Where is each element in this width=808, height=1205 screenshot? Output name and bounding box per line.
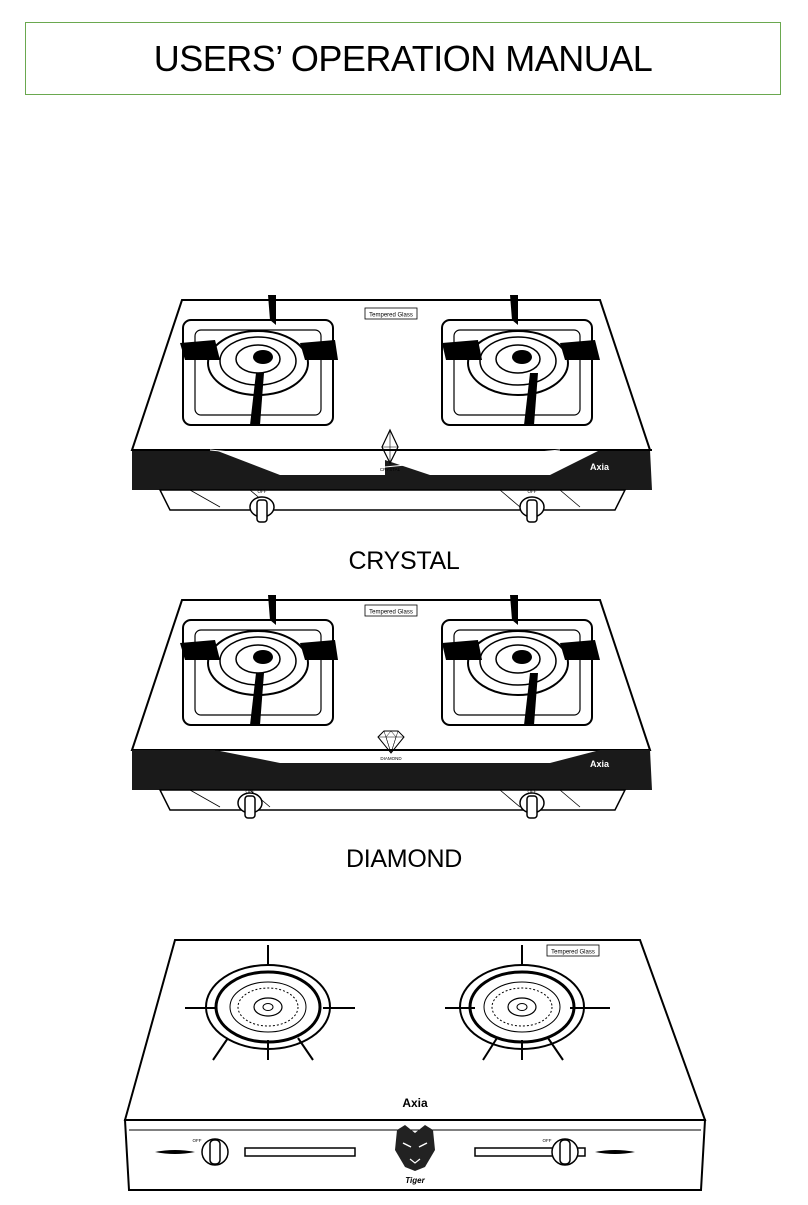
diamond-left-knob-label: OFF (246, 789, 255, 794)
crystal-left-knob (249, 496, 275, 523)
tiger-right-knob-label: OFF (543, 1138, 552, 1143)
tiger-left-knob-label: OFF (193, 1138, 202, 1143)
crystal-right-burner (441, 295, 600, 426)
model-name-crystal: CRYSTAL (348, 547, 460, 575)
diamond-left-burner (180, 595, 338, 726)
crystal-right-knob (519, 496, 545, 523)
diamond-stove-illustration: Tempered Glass DIAMOND Axia OFF OFF (130, 595, 652, 819)
diamond-right-knob-label: OFF (528, 789, 537, 794)
diamond-emblem-icon (377, 730, 405, 754)
tiger-right-burner (445, 945, 610, 1061)
crystal-emblem-label: CRYSTAL (380, 467, 401, 472)
model-name-diamond: DIAMOND (346, 845, 462, 873)
page-title: USERS’ OPERATION MANUAL (153, 37, 653, 79)
tiger-glass-badge: Tempered Glass (551, 950, 595, 956)
diamond-left-knob (237, 792, 263, 819)
tiger-brand-logo: Axia (402, 1096, 428, 1110)
crystal-emblem-icon (381, 428, 399, 465)
tiger-emblem-label: Tiger (405, 1176, 425, 1185)
crystal-right-knob-label: OFF (528, 489, 537, 494)
tiger-left-burner (185, 945, 355, 1061)
diamond-right-knob (519, 792, 545, 819)
diamond-emblem-label: DIAMOND (380, 756, 402, 761)
tiger-stove-illustration: Tempered Glass Axia Tiger OFF OFF (123, 939, 707, 1191)
crystal-glass-badge: Tempered Glass (369, 313, 413, 319)
tiger-right-knob (551, 1138, 579, 1166)
tiger-left-knob (201, 1138, 229, 1166)
crystal-left-knob-label: OFF (258, 489, 267, 494)
crystal-brand-logo: Axia (590, 462, 610, 472)
title-frame: USERS’ OPERATION MANUAL (25, 22, 781, 95)
crystal-stove-illustration: Tempered Glass CRYSTAL Axia OFF OFF (130, 295, 652, 523)
tiger-head-icon (395, 1125, 435, 1171)
crystal-left-burner (180, 295, 338, 426)
diamond-right-burner (441, 595, 600, 726)
diamond-glass-badge: Tempered Glass (369, 610, 413, 616)
diamond-brand-logo: Axia (590, 759, 610, 769)
